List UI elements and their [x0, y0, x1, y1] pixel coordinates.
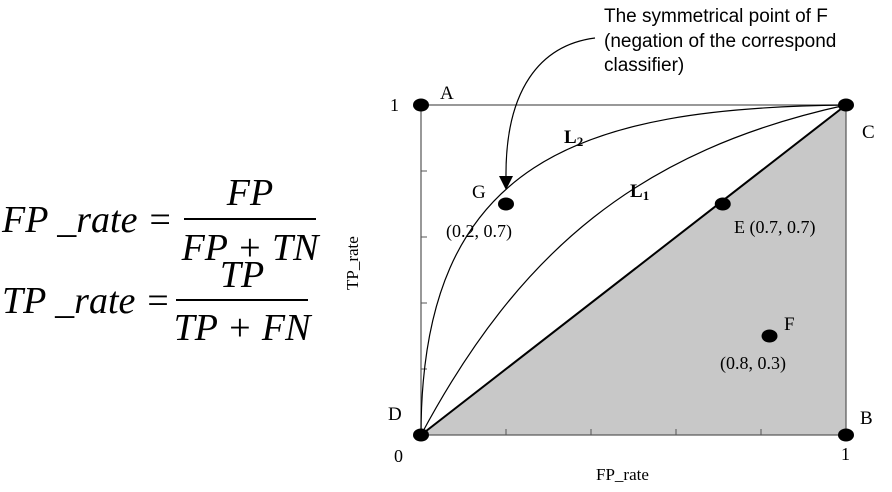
point-g-coord: (0.2, 0.7) — [446, 221, 512, 242]
point-f-label: F — [784, 314, 795, 335]
x-min-label: 0 — [394, 446, 403, 466]
annotation-line-2: (negation of the correspond — [604, 31, 836, 52]
plot-frame — [420, 104, 847, 436]
annotation-arrow — [505, 37, 596, 179]
corner-c-marker — [838, 98, 854, 112]
y-max-label: 1 — [390, 95, 399, 115]
tp-rate-lhs: TP _rate = — [2, 280, 171, 322]
x-axis-title: FP_rate — [596, 465, 649, 484]
point-g-marker — [498, 197, 514, 211]
fp-rate-numerator: FP — [226, 172, 273, 214]
tp-rate-denominator: TP + FN — [174, 307, 314, 349]
point-f-coord: (0.8, 0.3) — [720, 353, 786, 374]
point-g-label: G — [472, 182, 486, 203]
curve-l2 — [420, 104, 847, 436]
corner-d-marker — [413, 428, 429, 442]
svg-text:L2: L2 — [564, 127, 583, 149]
annotation-line-1: The symmetrical point of F — [604, 6, 828, 27]
corner-a-marker — [413, 98, 429, 112]
tp-rate-numerator: TP — [220, 254, 264, 296]
fp-rate-formula: FP _rate = FP FP + TN — [1, 172, 321, 269]
corner-c-label: C — [862, 122, 875, 143]
curve-l2-label: L2 — [564, 127, 583, 149]
curve-l1-main: L — [630, 181, 643, 202]
symmetry-annotation: The symmetrical point of F (negation of … — [499, 6, 836, 190]
svg-text:L1: L1 — [630, 181, 649, 203]
curve-l2-main: L — [564, 127, 577, 148]
corner-b-label: B — [860, 408, 873, 429]
random-diagonal — [420, 104, 847, 436]
fp-rate-lhs: FP _rate = — [1, 199, 173, 241]
roc-plot: A C D B G (0.2, 0.7) E (0.7, 0.7) F (0.8… — [343, 83, 875, 484]
fp-rate-denominator: FP + TN — [181, 227, 322, 269]
tp-rate-formula: TP _rate = TP TP + FN — [2, 254, 313, 349]
annotation-arrowhead — [499, 176, 513, 190]
curve-l1 — [420, 104, 847, 436]
corner-d-label: D — [388, 404, 402, 425]
point-e-label: E (0.7, 0.7) — [734, 217, 815, 238]
corner-a-label: A — [440, 83, 454, 104]
annotation-line-3: classifier) — [604, 55, 684, 76]
point-f-marker — [761, 329, 778, 343]
curve-l1-label: L1 — [630, 181, 649, 203]
point-e-marker — [714, 197, 731, 211]
corner-b-marker — [838, 428, 854, 442]
curve-l2-sub: 2 — [577, 134, 584, 149]
curve-l1-sub: 1 — [643, 188, 650, 203]
x-max-label: 1 — [841, 444, 850, 464]
y-axis-title: TP_rate — [343, 236, 362, 290]
